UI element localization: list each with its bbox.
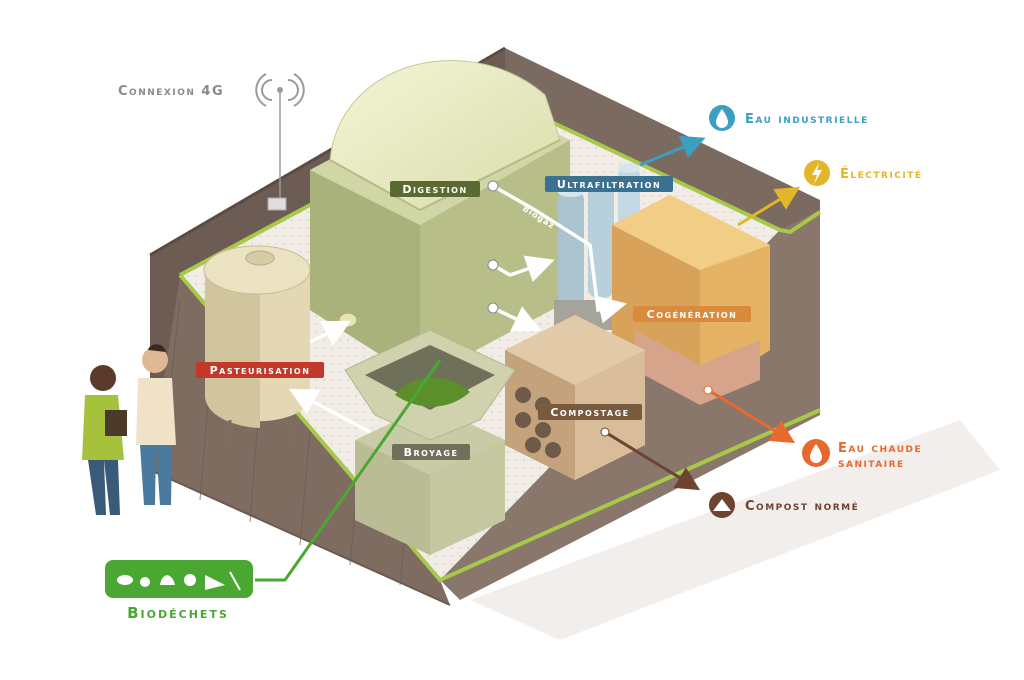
broyage-grinder <box>344 329 516 555</box>
svg-text:Cogénération: Cogénération <box>647 308 738 321</box>
antenna <box>267 87 287 211</box>
svg-text:Broyage: Broyage <box>404 446 459 459</box>
svg-text:Digestion: Digestion <box>402 183 467 196</box>
svg-text:Ultrafiltration: Ultrafiltration <box>557 178 661 191</box>
flow-eau-industrielle <box>639 135 706 167</box>
compostage-unit <box>505 315 645 480</box>
flow-eau-chaude <box>707 388 796 444</box>
label-ultrafiltration: Ultrafiltration <box>545 176 673 192</box>
wifi-signal-icon <box>255 73 305 107</box>
digestion-dome <box>329 60 561 211</box>
input-label: Biodéchets <box>127 604 229 622</box>
output-compost: Compost normé <box>745 499 859 514</box>
ground-shadow <box>470 420 1000 640</box>
svg-text:Pasteurisation: Pasteurisation <box>210 364 311 377</box>
label-pasteurisation: Pasteurisation <box>196 362 324 378</box>
pasteurisation-tank <box>203 245 311 445</box>
person-man <box>136 344 176 505</box>
label-cogeneration: Cogénération <box>633 306 751 322</box>
output-electricite: Électricité <box>840 166 923 182</box>
label-compostage: Compostage <box>538 404 642 420</box>
output-eau-chaude-line1: Eau chaude <box>838 441 922 456</box>
flow-biodechets <box>255 359 442 582</box>
label-digestion: Digestion <box>390 181 480 197</box>
output-eau-industrielle: Eau industrielle <box>745 112 869 127</box>
biodechets-badge <box>105 560 253 598</box>
person-woman <box>82 365 127 515</box>
output-eau-chaude-line2: sanitaire <box>838 456 905 471</box>
internal-flows <box>288 184 627 434</box>
antenna-label: Connexion 4G <box>118 84 224 99</box>
flow-electricite <box>737 186 801 227</box>
flow-compost <box>604 430 701 491</box>
svg-text:Compostage: Compostage <box>550 406 629 419</box>
label-broyage: Broyage <box>392 444 470 460</box>
food-waste-icon <box>117 571 241 591</box>
